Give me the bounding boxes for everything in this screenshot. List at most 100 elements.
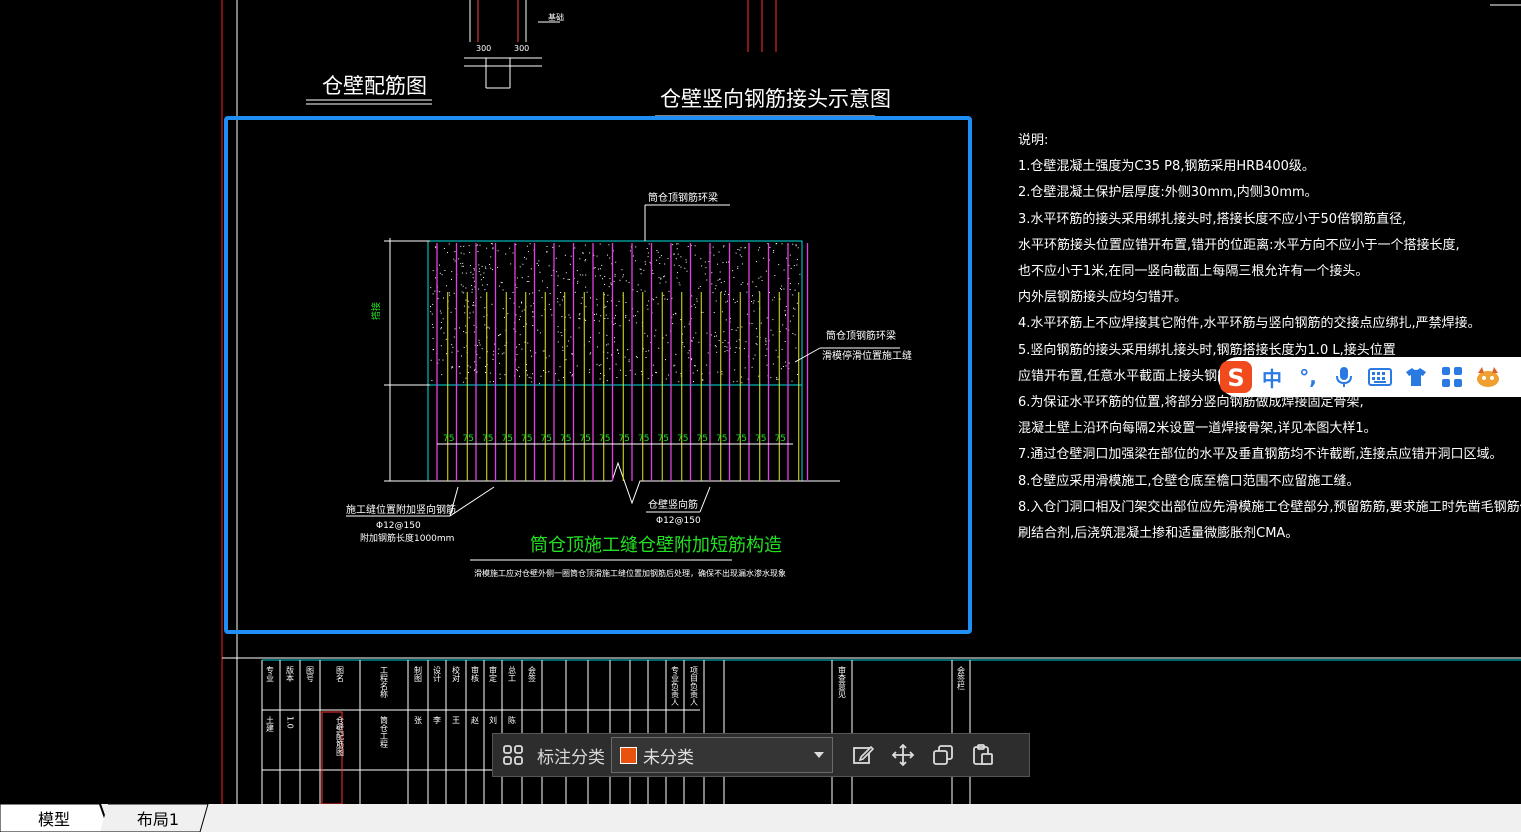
skin-shirt-icon[interactable] (1398, 359, 1434, 395)
edit-icon[interactable] (843, 735, 883, 775)
title-block-header: 会签栏 (957, 665, 966, 691)
label-top-ring: 筒仓顶钢筋环梁 (648, 191, 718, 204)
title-block-header: 会签 (528, 665, 537, 682)
microphone-icon[interactable] (1326, 359, 1362, 395)
title-block-header: 设计 (433, 665, 442, 683)
note-line: 8.入仓门洞口相及门架交出部位应先滑模施工仓壁部分,预留筋筋,要求施工时先凿毛钢… (1018, 499, 1521, 515)
ime-toolbar: S 中 °, (1218, 357, 1521, 397)
title-block (262, 660, 971, 804)
title-block-cell: 赵 (471, 715, 480, 725)
title-block-header: 审定 (489, 665, 498, 683)
title-block-header: 图名 (336, 666, 345, 683)
title-block-cell: 王 (452, 716, 461, 724)
spacing-label: 75 (677, 434, 688, 444)
note-line: 5.竖向钢筋的接头采用绑扎接头时,钢筋搭接长度为1.0 L,接头位置 (1018, 342, 1396, 358)
category-value: 未分类 (643, 747, 694, 768)
tab-layout1[interactable]: 布局1 (136, 810, 180, 829)
title-block-cell: 1.0 (286, 716, 295, 729)
spacing-label: 75 (482, 434, 493, 444)
title-block-cell: 陈 (508, 715, 517, 725)
label-left-bar: 施工缝位置附加竖向钢筋 (346, 503, 456, 516)
label-left-spec: Φ12@150 (376, 521, 421, 531)
note-line: 6.为保证水平环筋的位置,将部分竖向钢筋做成焊接固定骨架, (1018, 395, 1364, 411)
note-line: 内外层钢筋接头应均匀错开。 (1018, 290, 1188, 306)
dim-height-label: 搭接 (370, 302, 382, 320)
spacing-label: 75 (580, 434, 591, 444)
tab-model[interactable]: 模型 (37, 810, 70, 829)
dim-label: 300 (476, 44, 491, 53)
label-left-length: 附加钢筋长度1000mm (360, 532, 454, 544)
chevron-down-icon (814, 752, 824, 758)
title-block-header: 项目负责人 (690, 666, 699, 706)
label-right-ring: 筒仓顶钢筋环梁 (826, 329, 896, 342)
note-line: 混凝土壁上沿环向每隔2米设置一道焊接骨架,详见本图大样1。 (1018, 421, 1377, 437)
category-color-swatch (620, 746, 637, 764)
ime-language-toggle[interactable]: 中 (1262, 366, 1282, 391)
title-block-header: 专业负责人 (671, 665, 680, 706)
selection-rectangle[interactable] (224, 116, 972, 634)
spacing-label: 75 (716, 434, 727, 444)
spacing-label: 75 (443, 434, 454, 444)
note-line: 3.水平环筋的接头采用绑扎接头时,搭接长度不应小于50倍钢筋直径, (1018, 211, 1407, 227)
title-block-cell: 筒仓工程 (380, 715, 389, 749)
label-vertical-spec: Φ12@150 (656, 516, 701, 526)
title-block-header: 图号 (306, 666, 315, 683)
mascot-icon[interactable] (1470, 359, 1506, 395)
layout-tab-bar: 模型 布局1 (0, 804, 1521, 832)
note-line: 4.水平环筋上不应焊接其它附件,水平环筋与竖向钢筋的交接点应绑扎,严禁焊接。 (1018, 316, 1481, 332)
move-icon[interactable] (883, 735, 923, 775)
detail-note: 滑模施工应对仓壁外侧一圈筒仓顶滑施工缝位置加钢筋后处理，确保不出现漏水渗水现象 (474, 568, 786, 578)
spacing-label: 75 (697, 434, 708, 444)
drawing-notes: 说明:1.仓壁混凝土强度为C35 P8,钢筋采用HRB400级。2.仓壁混凝土保… (1018, 128, 1521, 547)
label-right-joint: 滑模停滑位置施工缝 (822, 349, 912, 362)
copy-icon[interactable] (923, 735, 963, 775)
spacing-label: 75 (541, 434, 552, 444)
spacing-label: 75 (658, 434, 669, 444)
note-line: 也不应小于1米,在同一竖向截面上每隔三根允许有一个接头。 (1018, 264, 1369, 280)
title-block-header: 审查意见 (838, 665, 847, 699)
tab-shapes (0, 804, 209, 832)
grid-icon[interactable] (493, 735, 533, 775)
title-block-cell: 李 (433, 715, 442, 724)
title-block-cell: 张 (414, 716, 423, 725)
title-block-header: 制图 (414, 665, 423, 683)
note-line: 水平环筋接头位置应错开布置,错开的位距离:水平方向不应小于一个搭接长度, (1018, 237, 1460, 253)
top-label: 基础 (548, 12, 564, 22)
detail-title: 筒仓顶施工缝仓壁附加短筋构造 (530, 535, 782, 556)
spacing-label: 75 (775, 434, 786, 444)
note-line: 2.仓壁混凝土保护层厚度:外侧30mm,内侧30mm。 (1018, 185, 1318, 201)
category-label: 标注分类 (537, 747, 605, 768)
spacing-label: 75 (502, 434, 513, 444)
category-dropdown[interactable]: 未分类 (611, 737, 833, 773)
title-block-header: 总工 (508, 665, 517, 682)
svg-text:S: S (1227, 364, 1244, 392)
sogou-logo-icon[interactable]: S (1218, 359, 1254, 395)
label-vertical-bar: 仓壁竖向筋 (648, 498, 698, 511)
spacing-label: 75 (736, 434, 747, 444)
spacing-label: 75 (619, 434, 630, 444)
ime-punctuation-toggle[interactable]: °, (1299, 365, 1317, 389)
spacing-label: 75 (521, 434, 532, 444)
note-line: 7.通过仓壁洞口加强梁在部位的水平及垂直钢筋均不许截断,连接点应错开洞口区域。 (1018, 447, 1503, 463)
title-block-header: 校对 (452, 665, 461, 682)
title-block-header: 专业 (266, 665, 275, 682)
title-block-cell: 仓壁配筋图 (336, 715, 345, 757)
keyboard-icon[interactable] (1362, 359, 1398, 395)
toolbox-grid-icon[interactable] (1434, 359, 1470, 395)
spacing-label: 75 (599, 434, 610, 444)
note-line: 刷结合剂,后浇筑混凝土掺和适量微膨胀剂CMA。 (1018, 526, 1299, 542)
title-reinforcement: 仓壁配筋图 (322, 74, 427, 98)
paste-icon[interactable] (963, 735, 1003, 775)
title-block-header: 工程名称 (380, 666, 389, 699)
annotation-toolbar: 标注分类 未分类 (492, 733, 1030, 777)
title-block-cell: 刘 (489, 715, 498, 724)
spacing-label: 75 (560, 434, 571, 444)
spacing-label: 75 (755, 434, 766, 444)
title-block-header: 版本 (286, 665, 295, 683)
note-line: 8.仓壁应采用滑模施工,仓壁仓底至檐口范围不应留施工缝。 (1018, 473, 1360, 489)
title-block-cell: 土建 (266, 715, 275, 733)
spacing-label: 75 (463, 434, 474, 444)
